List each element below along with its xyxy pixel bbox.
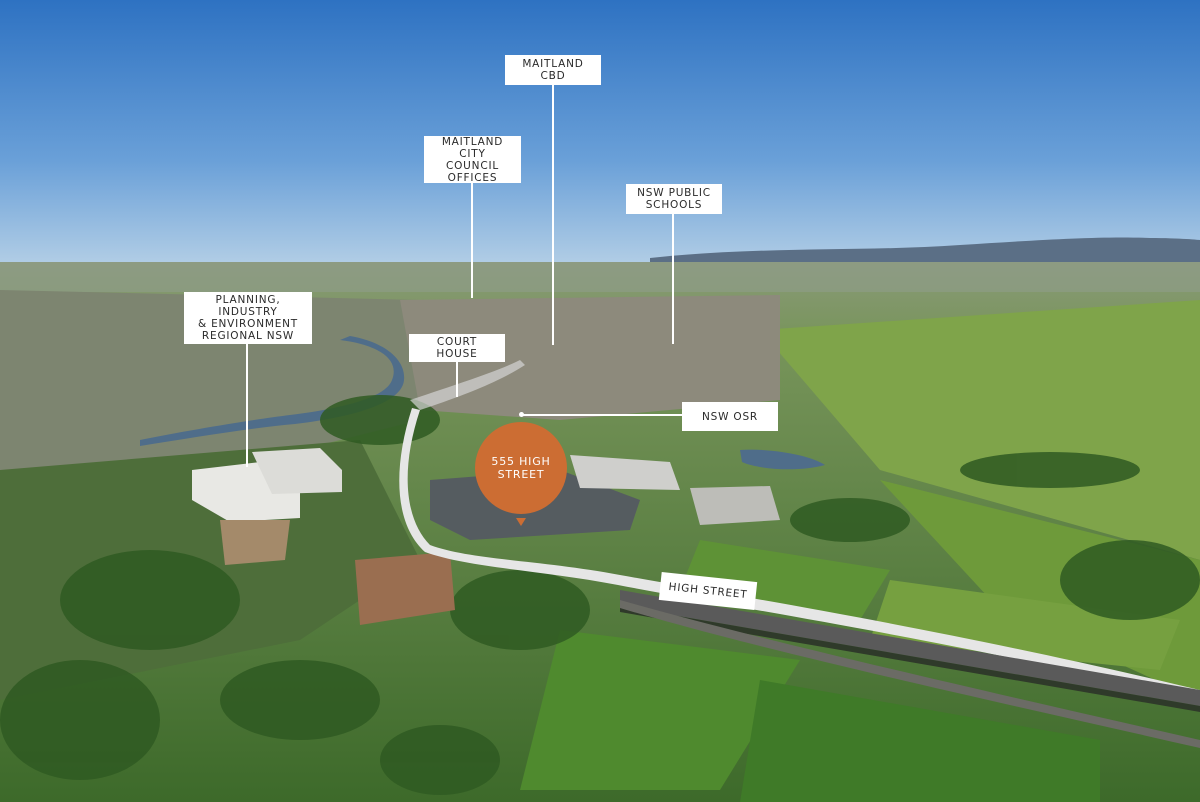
leader-planning [246, 344, 248, 467]
label-planning-industry: PLANNING, INDUSTRY & ENVIRONMENT REGIONA… [184, 292, 312, 344]
leader-council [471, 183, 473, 298]
label-court-house: COURT HOUSE [409, 334, 505, 362]
nsw-osr-pin-dot [519, 412, 524, 417]
leader-court-house [456, 362, 458, 397]
label-public-schools: NSW PUBLIC SCHOOLS [626, 184, 722, 214]
property-marker: 555 HIGH STREET [475, 422, 567, 514]
label-maitland-cbd: MAITLAND CBD [505, 55, 601, 85]
leader-maitland-cbd [552, 85, 554, 345]
leader-schools [672, 214, 674, 344]
property-marker-pointer [516, 518, 526, 526]
sky [0, 0, 1200, 268]
field-bottom [520, 630, 800, 790]
river [140, 336, 405, 446]
farmland-right [760, 300, 1200, 560]
label-nsw-osr: NSW OSR [682, 402, 778, 431]
field-bottom-right [740, 680, 1100, 802]
bridge [620, 590, 1200, 706]
town-centre [400, 295, 780, 420]
distant-hills [650, 237, 1200, 268]
label-council-offices: MAITLAND CITY COUNCIL OFFICES [424, 136, 521, 184]
leader-nsw-osr [522, 414, 682, 416]
